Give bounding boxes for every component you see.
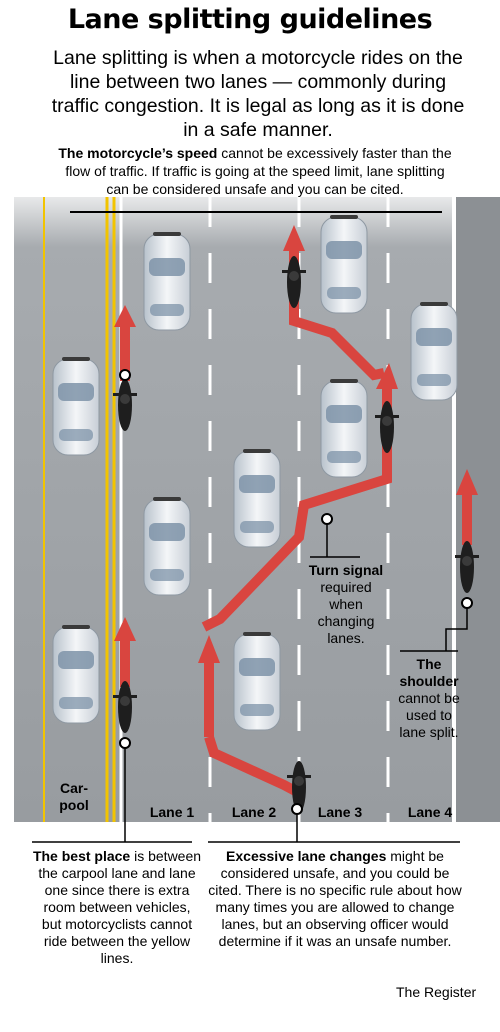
arrow-lane2-bottom	[198, 635, 220, 737]
shoulder-text: cannot be used to lane split.	[398, 690, 460, 740]
car-carpool-1	[52, 356, 100, 456]
turn-signal-note: Turn signal required when changing lanes…	[306, 562, 386, 647]
arrow-shoulder	[456, 469, 478, 545]
car-lane2-1	[233, 448, 281, 548]
shoulder-area	[454, 197, 500, 822]
lane-changes-bold: Excessive lane changes	[226, 848, 387, 864]
road-diagram	[14, 197, 500, 822]
speed-note-text: cannot be excessively faster than the fl…	[65, 145, 452, 197]
lane-label-lane3: Lane 3	[317, 804, 363, 820]
lane-label-carpool: Car- pool	[59, 780, 89, 813]
callout-dot-turn-signal	[321, 513, 333, 525]
car-lane2-2	[233, 631, 281, 731]
credit-text: The Register	[396, 984, 477, 1000]
car-carpool-2	[52, 624, 100, 724]
turn-signal-text: required when changing lanes.	[317, 579, 375, 646]
car-lane4-1	[410, 301, 458, 401]
speed-note-bold: The motorcycle’s speed	[58, 145, 218, 161]
leader-lines-lower	[32, 822, 460, 843]
arrow-lane3-mid	[376, 363, 398, 405]
shoulder-bold: The shoulder	[399, 656, 459, 689]
turn-signal-bold: Turn signal	[308, 562, 384, 578]
speed-note: The motorcycle’s speed cannot be excessi…	[55, 144, 455, 198]
car-lane3-2	[320, 378, 368, 478]
callout-dot-lane-changes	[291, 803, 303, 815]
callout-dot-best-place	[119, 737, 131, 749]
intro-text: Lane splitting is when a motorcycle ride…	[51, 47, 465, 141]
lane-changes-note: Excessive lane changes might be consider…	[208, 848, 462, 950]
car-lane3-1	[320, 214, 368, 314]
car-lane1-2	[143, 496, 191, 596]
lane-label-lane2: Lane 2	[231, 804, 277, 820]
arrow-lane1-bottom	[114, 617, 136, 687]
car-lane1-1	[143, 231, 191, 331]
lane-label-lane1: Lane 1	[149, 804, 195, 820]
shoulder-note: The shoulder cannot be used to lane spli…	[394, 656, 464, 741]
callout-dot-speed	[119, 369, 131, 381]
weave-path-middle	[201, 405, 392, 632]
best-place-bold: The best place	[32, 848, 131, 864]
leader-shoulder	[445, 608, 468, 651]
page-title: Lane splitting guidelines	[67, 4, 433, 35]
best-place-text: is between the carpool lane and lane one…	[38, 848, 202, 966]
weave-path-bottom	[204, 735, 302, 798]
arrow-lane1-top	[114, 305, 136, 381]
lane-changes-text: might be considered unsafe, and you coul…	[208, 848, 462, 949]
best-place-note: The best place is between the carpool la…	[32, 848, 202, 967]
lane-label-lane4: Lane 4	[407, 804, 453, 820]
callout-dot-shoulder	[461, 597, 473, 609]
